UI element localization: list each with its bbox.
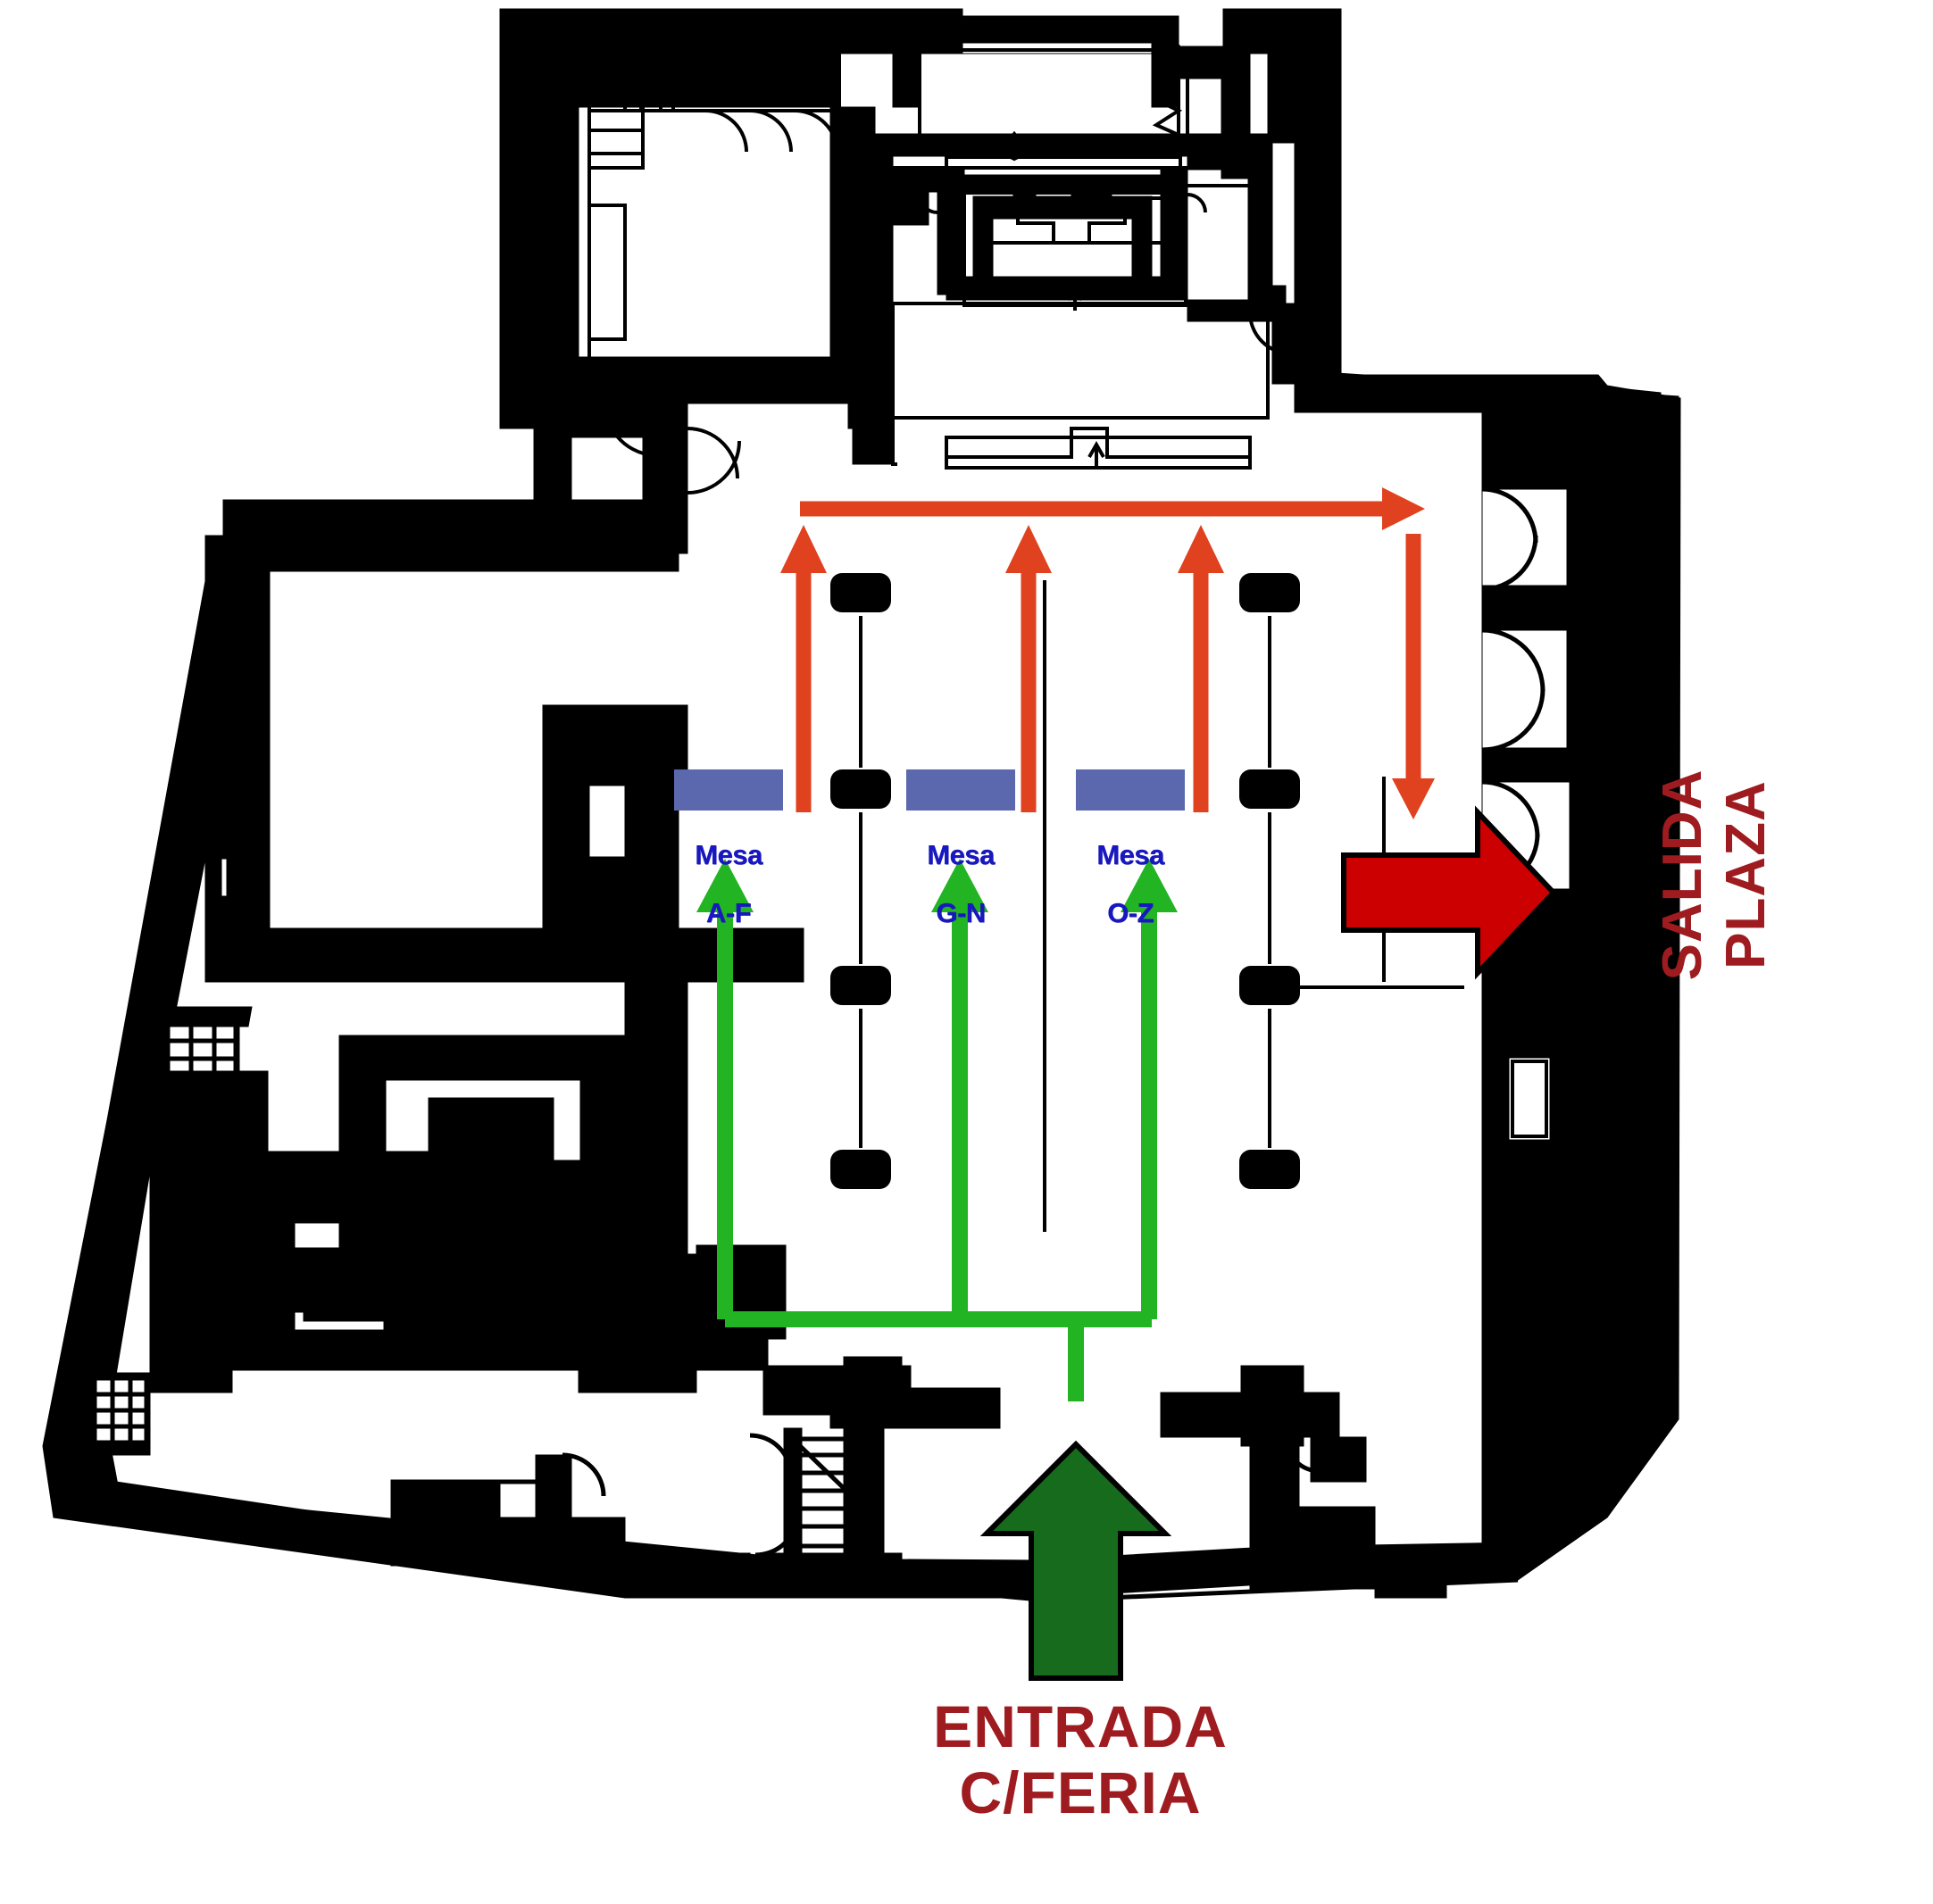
floorplan-lower-detail <box>54 979 1519 1601</box>
mesa-o-z-label-line1: Mesa <box>1096 839 1164 871</box>
mesa-o-z-label-line2: O-Z <box>1107 896 1154 928</box>
floorplan-linework-fine <box>687 25 1292 495</box>
exit-sign-line1: SALIDA <box>1652 769 1713 981</box>
column-axis-lines <box>859 580 1464 1232</box>
entrance-sign: ENTRADA C/FERIA <box>839 1693 1321 1826</box>
inbound-route-arrows <box>696 859 1178 1401</box>
floorplan-linework <box>587 54 891 457</box>
exit-sign: SALIDA PLAZA <box>1652 625 1778 1125</box>
mesa-g-n-rect <box>906 769 1015 811</box>
exit-sign-line2: PLAZA <box>1714 780 1777 969</box>
entrance-block-arrow <box>979 1440 1172 1681</box>
outbound-route-arrows <box>780 487 1435 819</box>
mesa-a-f-rect <box>674 769 783 811</box>
mesa-g-n-label: Mesa G-N <box>894 812 1028 927</box>
entrance-sign-line1: ENTRADA <box>933 1693 1228 1759</box>
mesa-o-z-label: Mesa O-Z <box>1063 812 1197 927</box>
column <box>830 769 891 809</box>
mesa-a-f-label: Mesa A-F <box>662 812 796 927</box>
mesa-rectangles <box>674 769 1185 811</box>
building-walls <box>42 8 1681 1608</box>
mesa-o-z-rect <box>1076 769 1185 811</box>
mesa-g-n-label-line1: Mesa <box>927 839 995 871</box>
column <box>1239 1150 1300 1189</box>
column <box>1239 769 1300 809</box>
hall-columns <box>830 573 1300 1189</box>
column <box>1239 573 1300 612</box>
entrance-sign-line2: C/FERIA <box>959 1758 1202 1825</box>
mesa-g-n-label-line2: G-N <box>936 896 986 928</box>
mesa-a-f-label-line1: Mesa <box>695 839 762 871</box>
column <box>830 1150 891 1189</box>
column <box>1239 966 1300 1005</box>
column <box>830 966 891 1005</box>
column <box>830 573 891 612</box>
mesa-a-f-label-line2: A-F <box>705 896 752 928</box>
exit-block-arrow <box>1341 805 1558 980</box>
